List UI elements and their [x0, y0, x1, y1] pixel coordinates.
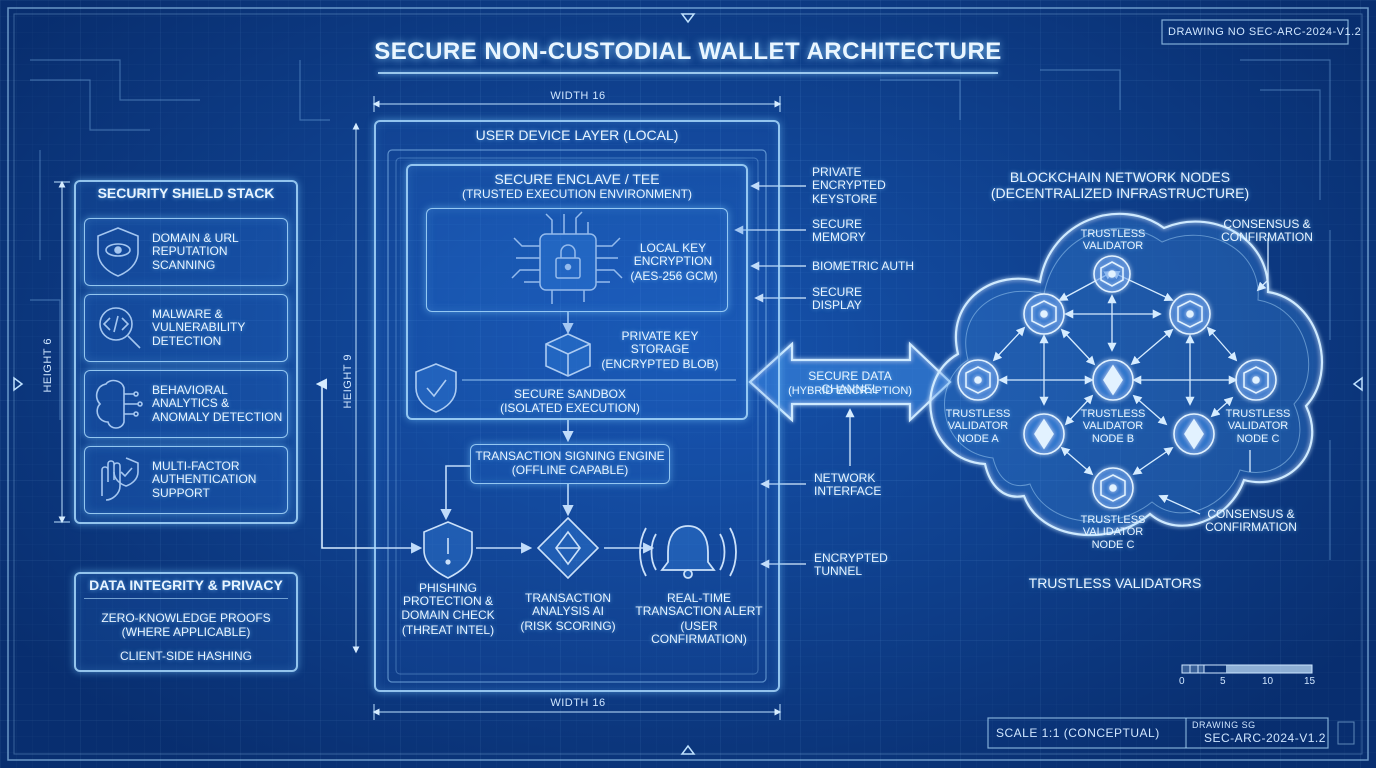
chip-lock-icon [511, 211, 623, 304]
user-device-layer [374, 120, 780, 692]
callout-memory: SECURE MEMORY [812, 217, 866, 245]
analysis-sub: (RISK SCORING) [520, 619, 616, 633]
stack-item-mfa[interactable] [84, 446, 288, 514]
node-icon-c [1235, 359, 1277, 401]
node-icon-bottom [1092, 467, 1134, 509]
client-hashing-label: CLIENT-SIDE HASHING [119, 649, 253, 663]
sandbox-sub: (ISOLATED EXECUTION) [500, 401, 640, 415]
security-shield-stack [74, 180, 298, 524]
key-encryption-algo: (AES-256 GCM) [630, 269, 718, 283]
security-stack-title: SECURITY SHIELD STACK [97, 185, 275, 201]
zk-proofs-label: ZERO-KNOWLEDGE PROOFS [101, 611, 271, 625]
consensus-label-top: CONSENSUS & CONFIRMATION [1221, 217, 1313, 245]
analysis-diamond-icon [536, 516, 600, 580]
network-subtitle: (DECENTRALIZED INFRASTRUCTURE) [990, 185, 1250, 201]
dimension-width-top: WIDTH 16 [550, 90, 606, 102]
secure-enclave [406, 164, 748, 420]
channel-label: SECURE DATA CHANNEL [808, 369, 892, 397]
analysis-label: TRANSACTION ANALYSIS AI [524, 591, 611, 619]
data-integrity-panel [74, 572, 298, 672]
node-label-c-right: TRUSTLESS VALIDATOR NODE C [1225, 408, 1291, 445]
local-key-encryption[interactable] [426, 208, 728, 312]
stack-item-malware[interactable] [84, 294, 288, 362]
network-title: BLOCKCHAIN NETWORK NODES [1009, 169, 1231, 185]
node-icon-lower-left [1023, 413, 1065, 455]
stack-item-label: MALWARE & VULNERABILITY DETECTION [152, 307, 246, 348]
node-icon-upper-left [1023, 293, 1065, 335]
callout-tunnel: ENCRYPTED TUNNEL [814, 551, 888, 579]
alert-sub: (USER CONFIRMATION) [651, 619, 747, 647]
phishing-sub: (THREAT INTEL) [401, 623, 495, 637]
drawing-code: SEC-ARC-2024-V1.2 [1204, 731, 1326, 745]
scale-tick: 0 [1179, 676, 1185, 687]
dimension-height-left: HEIGHT 6 [42, 338, 54, 393]
signing-engine-sub: (OFFLINE CAPABLE) [511, 463, 629, 477]
hand-shield-icon [101, 457, 139, 501]
node-icon-a [957, 359, 999, 401]
stack-item-label: BEHAVIORAL ANALYTICS & ANOMALY DETECTION [152, 383, 283, 424]
brain-circuit-icon [95, 379, 143, 429]
callout-keystore: PRIVATE ENCRYPTED KEYSTORE [812, 165, 886, 206]
callout-display: SECURE DISPLAY [812, 285, 863, 313]
scale-tick: 10 [1262, 676, 1274, 687]
stack-item-domain[interactable] [84, 218, 288, 286]
node-icon-b [1092, 359, 1134, 401]
scale-tick: 5 [1220, 676, 1226, 687]
stack-item-label: MULTI-FACTOR AUTHENTICATION SUPPORT [152, 459, 257, 500]
zk-proofs-note: (WHERE APPLICABLE) [121, 625, 251, 639]
device-layer-title: USER DEVICE LAYER (LOCAL) [475, 127, 679, 143]
node-label-top: TRUSTLESS VALIDATOR [1080, 228, 1146, 253]
title-underline [378, 72, 998, 74]
divider [84, 598, 288, 599]
signing-engine[interactable] [470, 444, 670, 484]
scale-tick: 15 [1304, 676, 1316, 687]
node-label-a: TRUSTLESS VALIDATOR NODE A [945, 408, 1011, 445]
enclave-title: SECURE ENCLAVE / TEE [494, 171, 660, 187]
node-icon-upper-right [1169, 293, 1211, 335]
phishing-label: PHISHING PROTECTION & DOMAIN CHECK [401, 581, 495, 622]
alert-bell-icon [639, 525, 737, 579]
alert-label: REAL-TIME TRANSACTION ALERT [635, 591, 763, 619]
enclave-subtitle: (TRUSTED EXECUTION ENVIRONMENT) [461, 187, 692, 201]
callout-biometric: BIOMETRIC AUTH [812, 259, 915, 273]
key-storage-sub: (ENCRYPTED BLOB) [601, 357, 719, 371]
validators-label: TRUSTLESS VALIDATORS [1028, 575, 1202, 591]
storage-cube-icon [545, 333, 591, 377]
key-storage-label: PRIVATE KEY STORAGE [621, 329, 699, 357]
data-integrity-title: DATA INTEGRITY & PRIVACY [89, 577, 283, 593]
drawing-label: DRAWING SG [1192, 720, 1256, 730]
page-title: SECURE NON-CUSTODIAL WALLET ARCHITECTURE [374, 38, 1002, 65]
eye-shield-icon [97, 227, 139, 277]
dimension-width-bottom: WIDTH 16 [550, 697, 606, 709]
sandbox-label: SECURE SANDBOX [513, 387, 627, 401]
signing-engine-label: TRANSACTION SIGNING ENGINE [475, 449, 665, 463]
channel-sub: (HYBRID ENCRYPTION) [788, 385, 912, 397]
scale-note: SCALE 1:1 (CONCEPTUAL) [996, 726, 1160, 740]
scale-bar [1181, 664, 1313, 674]
sandbox-shield-icon [415, 363, 457, 413]
stack-item-label: DOMAIN & URL REPUTATION SCANNING [152, 231, 239, 272]
callout-network: NETWORK INTERFACE [814, 471, 882, 499]
consensus-label-bottom: CONSENSUS & CONFIRMATION [1205, 507, 1297, 535]
node-icon-top [1093, 255, 1131, 293]
dimension-height-mid: HEIGHT 9 [342, 354, 354, 409]
node-icon-lower-right [1173, 413, 1215, 455]
phishing-shield-icon [423, 521, 473, 579]
stack-item-behavioral[interactable] [84, 370, 288, 438]
outer-frame [7, 7, 1369, 761]
drawing-number-top: DRAWING NO SEC-ARC-2024-V1.2 [1168, 26, 1362, 38]
node-label-c-bottom: TRUSTLESS VALIDATOR NODE C [1080, 514, 1146, 551]
key-encryption-label: LOCAL KEY ENCRYPTION [633, 241, 713, 269]
node-label-b: TRUSTLESS VALIDATOR NODE B [1080, 408, 1146, 445]
code-magnifier-icon [99, 307, 141, 349]
